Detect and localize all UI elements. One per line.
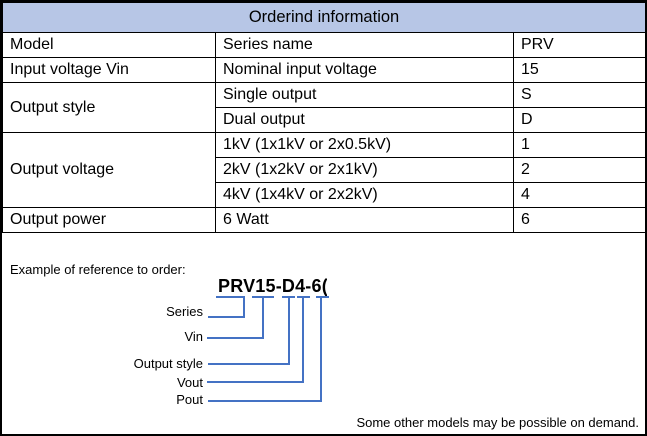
callout-label-vout: Vout — [176, 375, 203, 390]
callout-label-pout: Pout — [176, 392, 203, 407]
cell-2kv-value: 2 — [512, 157, 647, 183]
callout-hline-series — [208, 316, 245, 318]
callout-vline-style — [288, 296, 290, 365]
cell-output-voltage-label: Output voltage — [2, 132, 216, 208]
callout-vline-vin — [262, 296, 264, 339]
cell-output-power-label: Output power — [2, 207, 216, 233]
cell-single-value: S — [512, 82, 647, 108]
callout-label-output-style: Output style — [133, 356, 203, 371]
cell-model-label: Model — [2, 32, 216, 58]
table-title: Orderind information — [1, 2, 647, 33]
cell-series-name: Series name — [215, 32, 514, 58]
callout-vline-pout — [320, 296, 322, 402]
cell-vin-value: 15 — [512, 57, 647, 83]
clipped-paren: ( — [322, 276, 327, 297]
callout-hline-pout — [208, 400, 322, 402]
cell-6watt: 6 Watt — [215, 207, 514, 233]
cell-dual-output: Dual output — [215, 107, 514, 133]
cell-2kv: 2kV (1x2kV or 2x1kV) — [215, 157, 514, 183]
cell-output-style-label: Output style — [2, 82, 216, 133]
cell-input-voltage-label: Input voltage Vin — [2, 57, 216, 83]
code-underline-pout — [316, 296, 329, 298]
callout-hline-vout — [207, 381, 304, 383]
cell-4kv-value: 4 — [512, 182, 647, 208]
example-caption: Example of reference to order: — [10, 262, 186, 277]
cell-1kv-value: 1 — [512, 132, 647, 158]
model-code: PRV15-D4-6( — [218, 276, 327, 297]
cell-single-output: Single output — [215, 82, 514, 108]
callout-vline-series — [243, 296, 245, 318]
callout-hline-style — [208, 363, 290, 365]
cell-pout-value: 6 — [512, 207, 647, 233]
callout-label-vin: Vin — [184, 329, 203, 344]
cell-1kv: 1kV (1x1kV or 2x0.5kV) — [215, 132, 514, 158]
callout-hline-vin — [207, 337, 264, 339]
callout-label-series: Series — [166, 304, 203, 319]
cell-dual-value: D — [512, 107, 647, 133]
code-underline-series — [216, 296, 245, 298]
cell-nominal-input: Nominal input voltage — [215, 57, 514, 83]
footer-note: Some other models may be possible on dem… — [356, 415, 639, 430]
callout-vline-vout — [302, 296, 304, 383]
cell-4kv: 4kV (1x4kV or 2x2kV) — [215, 182, 514, 208]
ordering-info-table: Orderind information Model Series name P… — [1, 2, 647, 233]
cell-series-value: PRV — [512, 32, 647, 58]
model-code-text: PRV15-D4-6 — [218, 276, 322, 296]
